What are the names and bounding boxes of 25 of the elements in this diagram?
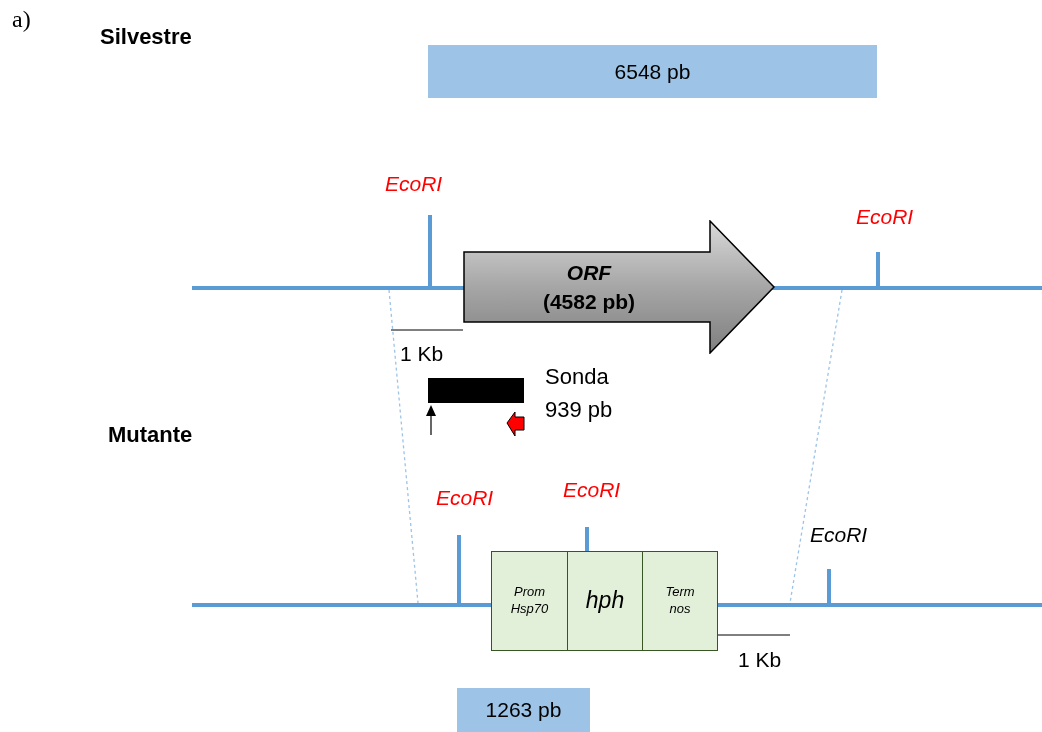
enzyme-site-label: EcoRI	[810, 523, 868, 548]
gene-name: ORF	[566, 259, 612, 286]
gene-arrow	[463, 220, 775, 354]
enzyme-site-label: EcoRI	[563, 478, 621, 503]
scale-label: 1 Kb	[400, 342, 444, 367]
strain-label: Mutante	[108, 422, 193, 448]
enzyme-site-label: EcoRI	[385, 172, 443, 197]
segment-name: hph	[585, 586, 625, 616]
fragment-bar	[457, 688, 590, 732]
promoter-segment	[491, 551, 568, 651]
panel-letter: a)	[12, 6, 31, 34]
fragment-size: 6548 pb	[614, 58, 691, 85]
segment-name: Term nos	[664, 584, 696, 618]
gene-segment	[567, 551, 643, 651]
gene-size: (4582 pb)	[542, 289, 636, 315]
enzyme-site-label: EcoRI	[436, 486, 494, 511]
scale-label: 1 Kb	[738, 648, 782, 673]
segment-name: Prom Hsp70	[509, 584, 550, 618]
terminator-segment	[642, 551, 718, 651]
probe-label: Sonda 939 pb	[545, 363, 614, 424]
enzyme-site-label: EcoRI	[856, 205, 914, 230]
probe-bar	[428, 378, 524, 403]
strain-label: Silvestre	[100, 24, 192, 50]
fragment-size: 1263 pb	[485, 697, 562, 724]
fragment-bar	[428, 45, 877, 98]
